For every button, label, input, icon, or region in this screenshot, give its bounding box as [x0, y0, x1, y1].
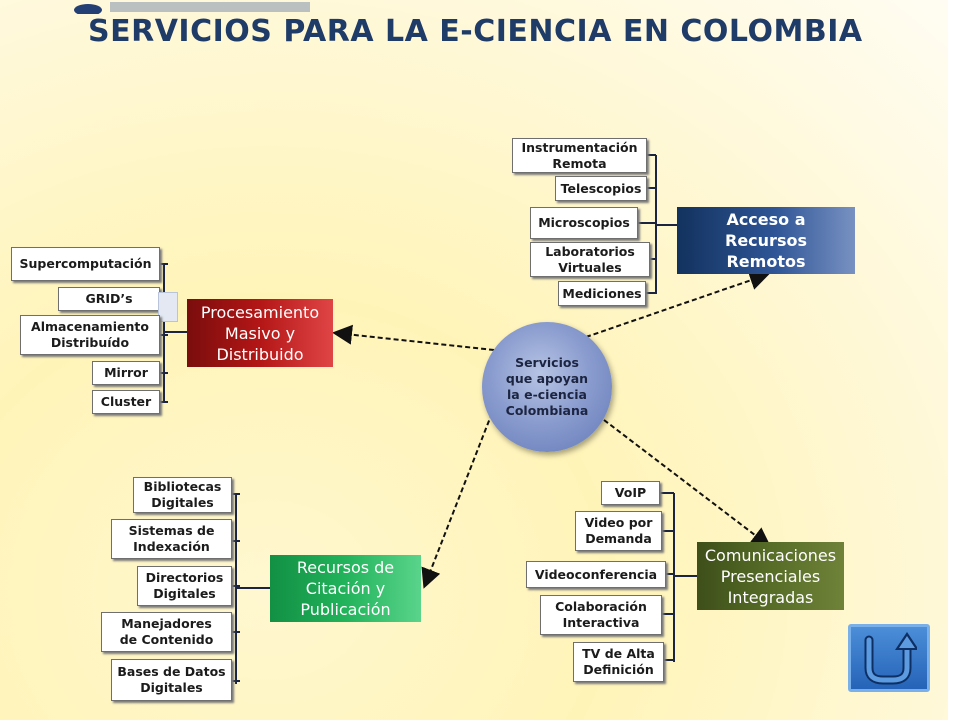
leaf-acceso: Mediciones: [558, 281, 646, 306]
leaf-line: Distribuído: [50, 335, 130, 350]
leaf-line: Directorios: [145, 570, 224, 585]
leaf-line: Instrumentación: [521, 139, 638, 155]
leaf-line: Digitales: [140, 680, 203, 695]
center-line: que apoyan: [505, 371, 589, 386]
leaf-acceso: Microscopios: [530, 207, 638, 239]
hub-line: Masivo y: [224, 323, 296, 343]
center-node: Servicios que apoyan la e-ciencia Colomb…: [482, 322, 612, 452]
center-line: Servicios: [515, 355, 579, 370]
return-button[interactable]: [848, 624, 930, 692]
faint-overlay-label: [158, 292, 178, 322]
leaf-line: GRID’s: [85, 291, 133, 306]
leaf-acceso: Telescopios: [555, 176, 647, 201]
center-line: la e-ciencia: [507, 387, 587, 402]
arrow-to-comunicaciones: [603, 419, 772, 548]
leaf-comunicaciones: VoIP: [601, 481, 660, 505]
leaf-line: Videoconferencia: [534, 566, 658, 582]
leaf-line: Mirror: [104, 365, 148, 380]
hub-procesamiento: Procesamiento Masivo y Distribuido: [187, 299, 333, 367]
leaf-line: Digitales: [153, 586, 216, 601]
leaf-comunicaciones: Videoconferencia: [526, 561, 666, 588]
leaf-line: Remota: [552, 155, 607, 171]
hub-line: Citación y: [305, 579, 386, 598]
hub-line: Remotos: [726, 252, 806, 271]
hub-line: Recursos de: [296, 558, 395, 577]
hub-line: Recursos: [725, 231, 807, 250]
leaf-line: de Contenido: [119, 632, 214, 647]
hub-line: Procesamiento: [200, 302, 320, 322]
hub-line: Distribuido: [216, 344, 304, 364]
center-line: Colombiana: [505, 403, 589, 418]
hub-acceso-recursos-remotos: Acceso a Recursos Remotos: [677, 207, 855, 274]
leaf-line: Almacenamiento: [31, 319, 149, 334]
header-logo-fragment: [74, 2, 310, 14]
slide-right-margin: [948, 0, 960, 720]
leaf-procesamiento: Supercomputación: [11, 247, 160, 281]
leaf-line: Cluster: [100, 394, 152, 409]
return-arrow-icon: [864, 632, 917, 685]
leaf-line: Digitales: [151, 495, 214, 510]
hub-line: Comunicaciones: [704, 545, 837, 565]
leaf-line: Video por: [584, 515, 653, 530]
hub-recursos-citacion: Recursos de Citación y Publicación: [270, 555, 421, 622]
hub-line: Integradas: [727, 587, 814, 607]
leaf-line: Interactiva: [562, 615, 640, 630]
leaf-procesamiento: Mirror: [92, 361, 160, 385]
leaf-line: Indexación: [133, 539, 210, 554]
leaf-line: Telescopios: [560, 180, 642, 196]
leaf-procesamiento: Cluster: [92, 390, 160, 414]
leaf-line: Bibliotecas: [143, 479, 222, 494]
leaf-line: Laboratorios: [545, 243, 635, 259]
leaf-line: Virtuales: [558, 259, 622, 275]
hub-comunicaciones: Comunicaciones Presenciales Integradas: [697, 542, 844, 610]
leaf-line: Microscopios: [538, 215, 630, 230]
leaf-line: VoIP: [614, 485, 647, 500]
hub-line: Presenciales: [720, 566, 821, 586]
arrow-to-procesamiento: [332, 324, 495, 351]
leaf-line: TV de Alta: [582, 646, 655, 661]
page-title: SERVICIOS PARA LA E-CIENCIA EN COLOMBIA: [88, 14, 863, 49]
hub-line: Publicación: [300, 600, 391, 619]
leaf-line: Manejadores: [121, 616, 212, 631]
leaf-line: Mediciones: [562, 285, 642, 301]
leaf-line: Sistemas de: [128, 523, 215, 538]
leaf-line: Definición: [583, 662, 654, 677]
hub-line: Acceso a: [726, 210, 806, 229]
leaf-line: Supercomputación: [19, 256, 152, 271]
leaf-line: Bases de Datos: [117, 664, 226, 679]
leaf-procesamiento: GRID’s: [58, 287, 160, 311]
leaf-line: Colaboración: [555, 599, 647, 614]
arrow-to-recursos: [421, 412, 493, 589]
leaf-line: Demanda: [585, 531, 652, 546]
